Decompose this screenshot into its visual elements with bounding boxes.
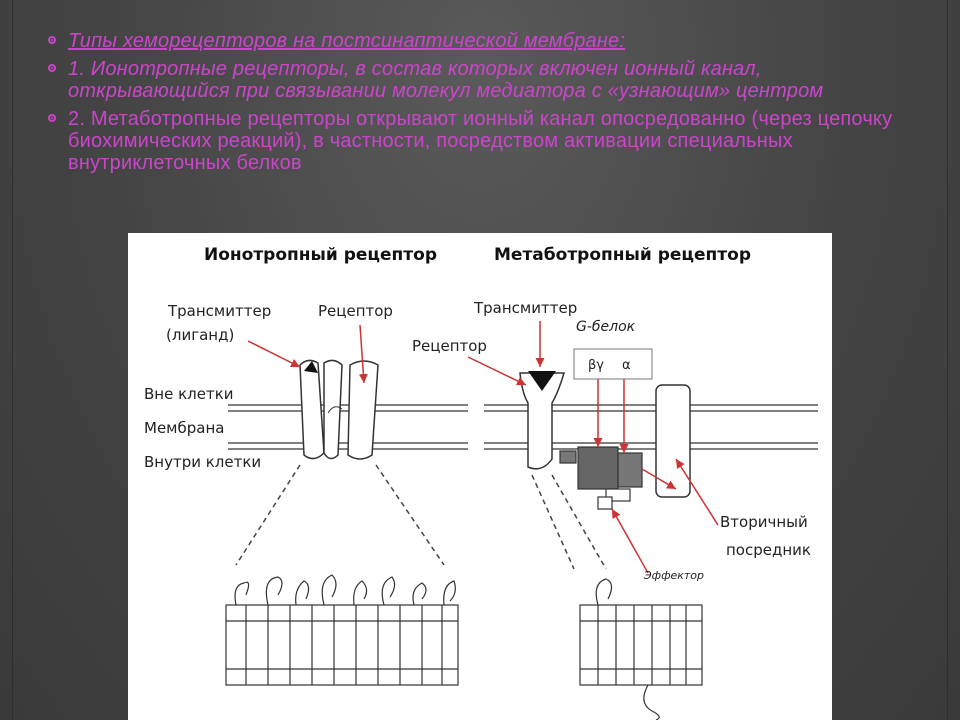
g-protein-bracket bbox=[573, 348, 653, 380]
label-transmitter-right: Трансмиттер bbox=[473, 299, 577, 317]
title-metabotropic: Метаботропный рецептор bbox=[494, 245, 751, 265]
label-receptor-left: Рецептор bbox=[318, 302, 393, 320]
bullet-item-2: 1. Ионотропные рецепторы, в состав котор… bbox=[48, 58, 928, 102]
label-second-messenger-1: Вторичный bbox=[720, 513, 808, 531]
bullet-item-3: 2. Метаботропные рецепторы открывают ион… bbox=[48, 108, 928, 174]
label-second-messenger-2: посредник bbox=[726, 541, 811, 559]
frame-line-right bbox=[947, 0, 948, 720]
ligand-triangle-icon bbox=[304, 361, 318, 373]
transmitter-wedge-icon bbox=[528, 371, 556, 391]
zoom-lines-right bbox=[531, 474, 607, 570]
receptor-diagram: Ионотропный рецептор Метаботропный рецеп… bbox=[128, 233, 832, 720]
label-receptor-right: Рецептор bbox=[412, 337, 487, 355]
arrow-ligand bbox=[247, 340, 301, 368]
arrow-to-channel bbox=[641, 468, 677, 490]
tail-right-bottom bbox=[643, 684, 660, 720]
bullet-item-1: Типы хеморецепторов на постсинаптической… bbox=[48, 30, 928, 52]
g-protein-complex bbox=[559, 446, 643, 510]
helix-bundle-right bbox=[579, 604, 703, 686]
bullet-list: Типы хеморецепторов на постсинаптической… bbox=[48, 30, 928, 180]
label-transmitter: Трансмиттер bbox=[167, 302, 271, 320]
arrow-second-messenger bbox=[675, 458, 719, 526]
label-effector: Эффектор bbox=[643, 569, 704, 582]
ionotropic-receptor bbox=[299, 359, 379, 460]
label-ligand: (лиганд) bbox=[166, 326, 234, 344]
label-inside-cell: Внутри клетки bbox=[144, 453, 261, 471]
receptor-diagram-svg: Ионотропный рецептор Метаботропный рецеп… bbox=[144, 245, 818, 720]
label-beta-gamma: βγ bbox=[588, 358, 604, 373]
title-ionotropic: Ионотропный рецептор bbox=[204, 245, 437, 265]
bullet-marker-icon bbox=[48, 36, 56, 44]
loop-right-top bbox=[595, 578, 613, 606]
label-outside-cell: Вне клетки bbox=[144, 385, 234, 403]
label-alpha: α bbox=[622, 358, 631, 373]
bullet-text: 2. Метаботропные рецепторы открывают ион… bbox=[68, 108, 893, 174]
arrow-effector bbox=[611, 508, 649, 574]
loops-left bbox=[234, 574, 456, 606]
metabotropic-receptor bbox=[519, 372, 566, 470]
channel-detail bbox=[327, 406, 343, 414]
label-membrane: Мембрана bbox=[144, 419, 224, 437]
bullet-text: 1. Ионотропные рецепторы, в состав котор… bbox=[68, 58, 824, 102]
bullet-text: Типы хеморецепторов на постсинаптической… bbox=[68, 30, 626, 52]
bullet-marker-icon bbox=[48, 114, 56, 122]
zoom-lines-left bbox=[235, 464, 445, 566]
bullet-marker-icon bbox=[48, 64, 56, 72]
frame-line-left bbox=[12, 0, 13, 720]
label-g-protein: G-белок bbox=[576, 319, 636, 335]
arrow-receptor-left bbox=[358, 324, 368, 384]
helix-bundle-left bbox=[225, 604, 459, 686]
arrow-receptor-right bbox=[467, 356, 527, 386]
